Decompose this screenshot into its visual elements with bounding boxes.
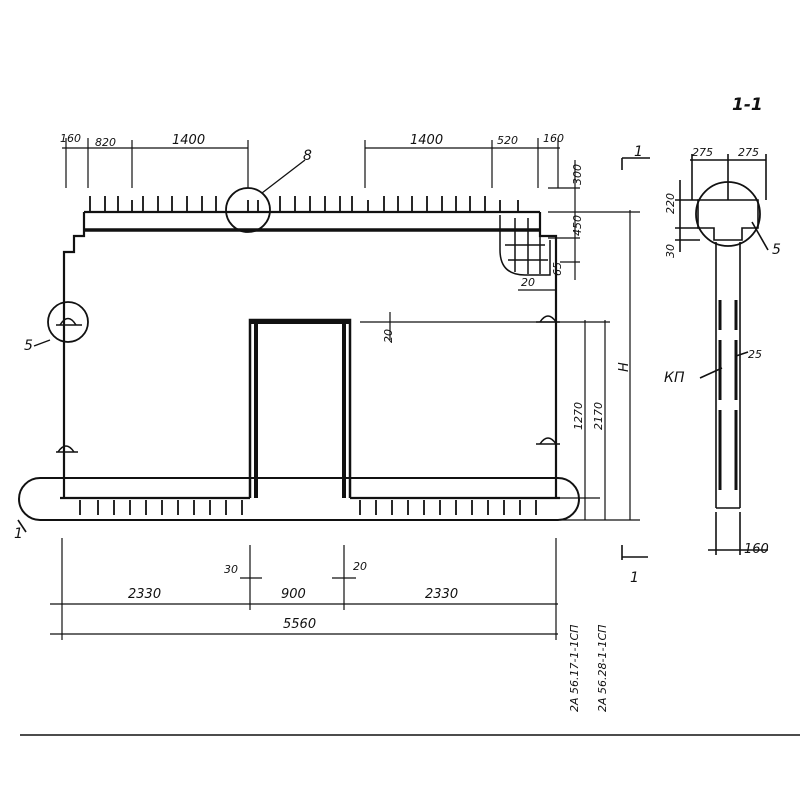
- bottom-dimension-chain: [50, 538, 558, 640]
- dim-right-300: 300: [571, 164, 584, 185]
- dim-bottom-2330-right: 2330: [425, 587, 458, 602]
- dim-right-65: 65: [551, 262, 564, 276]
- detail-5-left-leader: [33, 339, 51, 347]
- section-label: 1-1: [732, 95, 763, 115]
- dim-top-1400-left: 1400: [172, 133, 205, 148]
- top-dimension-chain: [62, 138, 560, 188]
- section-dim-275-right: 275: [738, 146, 759, 159]
- cut-mark-top: 1: [634, 144, 643, 160]
- detail-8-leader: [261, 159, 306, 194]
- detail-circle-8: [225, 187, 271, 233]
- dim-bottom-900: 900: [281, 587, 306, 602]
- dim-bottom-2330-left: 2330: [128, 587, 161, 602]
- dim-top-160-right: 160: [543, 132, 564, 145]
- dim-opening-20: 20: [382, 329, 395, 343]
- panel-outline: [60, 210, 560, 500]
- dim-top-820: 820: [95, 136, 116, 149]
- dim-bottom-30: 30: [224, 563, 238, 576]
- product-code-1: 2А 56.17-1-1СП: [568, 625, 581, 712]
- section-dim-160: 160: [744, 542, 769, 557]
- cut-mark-bottom: 1: [630, 570, 639, 586]
- cut-mark-left: 1: [14, 526, 23, 542]
- section-dim-30: 30: [664, 244, 677, 258]
- dim-height-2170: 2170: [592, 402, 605, 430]
- detail-8-label: 8: [303, 148, 312, 164]
- lifting-loops: [56, 315, 560, 453]
- bottom-beam-outline: [18, 477, 580, 521]
- corner-reinforcement: [499, 215, 551, 276]
- detail-circle-5-left: [47, 301, 89, 343]
- section-dim-220: 220: [664, 193, 677, 214]
- dim-top-520: 520: [497, 134, 518, 147]
- cut-marks: [17, 157, 650, 560]
- height-dimension-lines: [560, 210, 640, 521]
- top-loop-row: [89, 196, 519, 212]
- dim-height-H: Н: [617, 362, 632, 372]
- section-detail-5-label: 5: [772, 242, 781, 258]
- dim-top-160-left: 160: [60, 132, 81, 145]
- dim-bottom-5560: 5560: [283, 617, 316, 632]
- dim-bottom-20: 20: [353, 560, 367, 573]
- dim-height-1270: 1270: [572, 402, 585, 430]
- right-small-dims: [548, 160, 640, 280]
- dim-top-1400-right: 1400: [410, 133, 443, 148]
- dim-corner-20: 20: [521, 276, 535, 289]
- detail-5-left-label: 5: [24, 338, 33, 354]
- section-view: [675, 154, 769, 555]
- product-code-2: 2А 56.28-1-1СП: [596, 625, 609, 712]
- section-dim-25: 25: [748, 348, 762, 361]
- dim-right-450: 450: [571, 215, 584, 236]
- section-kp-label: КП: [664, 370, 685, 386]
- section-dim-275-left: 275: [692, 146, 713, 159]
- bottom-rebar-row: [79, 500, 537, 515]
